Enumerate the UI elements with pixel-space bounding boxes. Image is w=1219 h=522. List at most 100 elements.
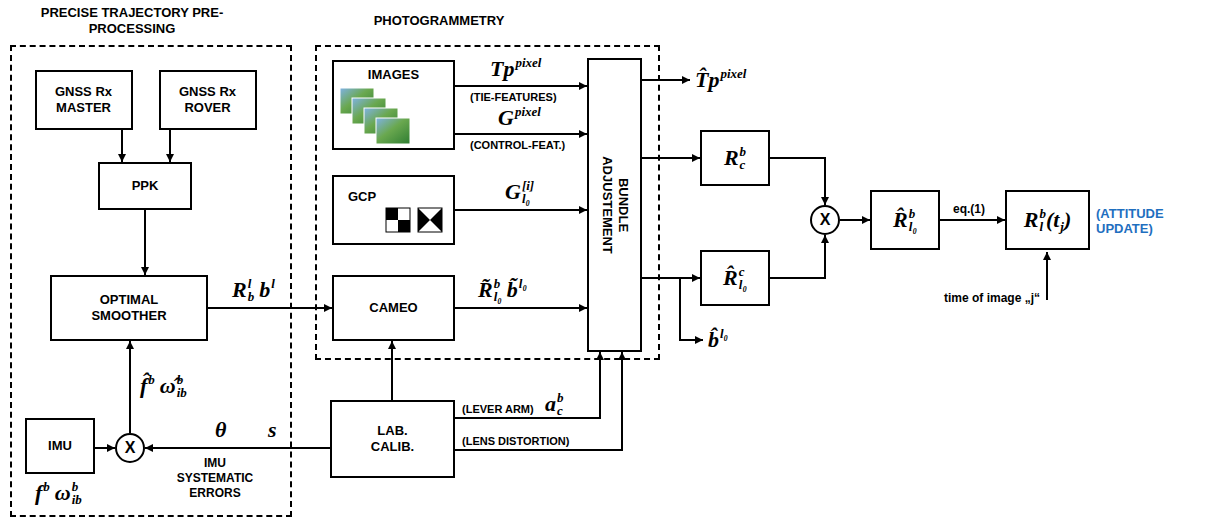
subscript: l₀ — [494, 290, 502, 303]
edge-label: eq.(1) — [953, 202, 985, 217]
math-label: R̂cl₀ — [723, 264, 747, 292]
math-symbol: ω̂ — [160, 372, 176, 400]
box-label: OPTIMAL SMOOTHER — [79, 292, 179, 324]
time-arrow — [1046, 252, 1048, 300]
bowtie-triangle — [418, 208, 430, 232]
math-label: Rlbbl — [232, 276, 275, 304]
math-label: T̂ppixel — [695, 66, 746, 94]
math-symbol: θ — [215, 416, 226, 444]
process-box: Rbc — [700, 130, 770, 186]
box-label: PPK — [132, 178, 159, 194]
subscript: l₀ — [522, 192, 534, 205]
script-stack: b — [148, 373, 155, 399]
image-thumbnails — [340, 88, 410, 144]
process-box: LAB. CALIB. — [330, 400, 455, 478]
box-label: GNSS Rx MASTER — [44, 84, 124, 116]
math-symbol: R — [1024, 206, 1039, 234]
edge-label: (CONTROL-FEAT.) — [470, 138, 565, 153]
math-symbol: (t — [1046, 206, 1059, 234]
connector-arrow — [121, 130, 123, 162]
process-box: PPK — [98, 162, 192, 210]
math-label: G[i]l₀ — [505, 178, 534, 206]
box-label: IMAGES — [368, 67, 419, 83]
box-label: GCP — [348, 189, 376, 205]
superscript: b — [177, 373, 187, 386]
math-symbol: a — [545, 390, 556, 418]
subscript: b — [248, 290, 255, 303]
connector-arrow — [169, 130, 171, 162]
math-symbol: G — [505, 178, 521, 206]
script-stack: bib — [72, 480, 82, 506]
math-label: s — [268, 416, 277, 444]
box-label: BUNDLE ADJUSTEMENT — [599, 150, 631, 260]
note-label: (ATTITUDE UPDATE) — [1096, 206, 1180, 236]
connector-arrow — [391, 341, 393, 400]
math-symbol: Tp — [490, 55, 514, 83]
process-box: GNSS Rx ROVER — [159, 70, 257, 130]
connector-arrow — [840, 219, 870, 221]
math-label: abc — [545, 390, 564, 418]
box-label: LAB. CALIB. — [363, 423, 423, 455]
process-box: CAMEO — [332, 275, 455, 341]
superscript: b — [909, 207, 917, 220]
superscript: pixel — [720, 67, 746, 80]
superscript: b — [43, 480, 50, 493]
connector-arrow — [145, 447, 330, 449]
superscript: pixel — [515, 105, 541, 118]
math-label: Tppixel — [490, 55, 541, 83]
image-thumbnail — [376, 118, 410, 144]
math-label: θ — [215, 416, 226, 444]
math-symbol: R — [232, 276, 247, 304]
region-heading: PHOTOGRAMMETRY — [339, 13, 539, 29]
math-label: fbωbib — [35, 479, 82, 507]
region-heading: PRECISE TRAJECTORY PRE-PROCESSING — [22, 5, 242, 37]
superscript: l — [271, 277, 275, 290]
connector-arrow — [455, 352, 600, 418]
connector-arrow — [455, 352, 622, 450]
superscript: b — [72, 480, 82, 493]
script-stack: lb — [248, 277, 255, 303]
process-box: IMU — [25, 418, 95, 474]
math-symbol: ω — [55, 479, 71, 507]
script-stack: bib — [177, 373, 187, 399]
adjustment-box: BUNDLE ADJUSTEMENT — [587, 58, 642, 352]
script-stack: bc — [557, 391, 564, 417]
note-label: IMU SYSTEMATIC ERRORS — [165, 456, 265, 501]
bowtie-triangle — [430, 208, 442, 232]
connector-arrow — [940, 219, 1005, 221]
math-label: b̂l₀ — [708, 326, 728, 354]
connector-arrow — [770, 235, 825, 278]
connector-arrow — [642, 277, 700, 279]
subscript: ib — [177, 386, 187, 399]
process-box: R̂cl₀ — [700, 250, 770, 306]
connector-arrow — [455, 209, 587, 211]
connector-arrow — [770, 158, 825, 205]
script-stack: pixel — [720, 67, 746, 93]
process-box: OPTIMAL SMOOTHER — [50, 275, 208, 341]
output-arrow — [642, 79, 690, 81]
script-stack: cl₀ — [739, 265, 747, 291]
subscript: l₀ — [739, 278, 747, 291]
math-symbol: s — [268, 416, 277, 444]
math-symbol: R̂ — [893, 206, 908, 234]
superscript: l₀ — [519, 277, 527, 290]
gcp-targets — [386, 208, 442, 232]
superscript: pixel — [515, 56, 541, 69]
connector-arrow — [455, 85, 587, 87]
superscript: l — [248, 277, 255, 290]
superscript: [i] — [522, 179, 534, 192]
box-label: IMU — [48, 438, 72, 454]
script-stack: b — [43, 480, 50, 506]
math-symbol: R — [724, 144, 739, 172]
math-symbol: T̂p — [695, 66, 719, 94]
math-symbol: R̃ — [478, 276, 493, 304]
connector-arrow — [144, 210, 146, 275]
process-box: R̂bl₀ — [870, 190, 940, 250]
math-symbol: ) — [1064, 206, 1071, 234]
process-box: GCP — [332, 175, 455, 245]
subscript: c — [557, 404, 564, 417]
math-symbol: b̃ — [507, 276, 518, 304]
math-symbol: b̂ — [708, 326, 719, 354]
checker-square — [398, 220, 410, 232]
